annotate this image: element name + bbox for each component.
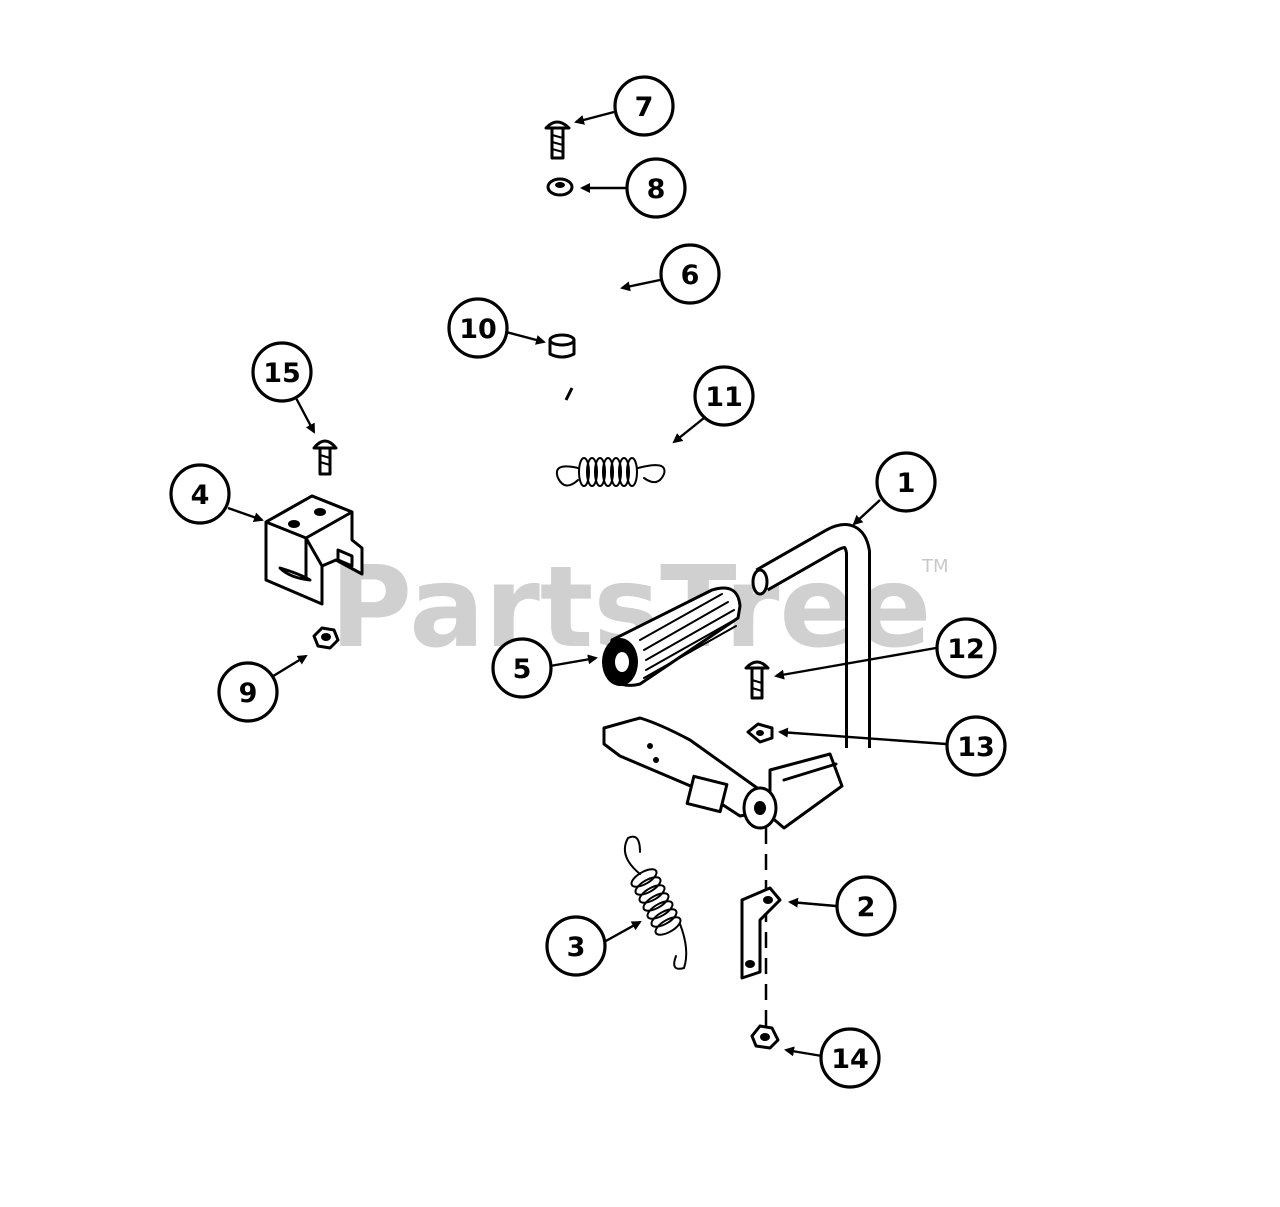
part-8-nut xyxy=(546,177,574,197)
svg-text:4: 4 xyxy=(191,480,210,511)
leader-12 xyxy=(774,646,937,680)
callout-14: 14 xyxy=(819,1027,881,1089)
callout-15: 15 xyxy=(251,341,313,403)
svg-text:13: 13 xyxy=(957,732,995,763)
callout-7: 7 xyxy=(613,75,675,137)
leader-7 xyxy=(574,110,615,125)
watermark-trademark: TM xyxy=(921,556,949,577)
callout-3: 3 xyxy=(545,915,607,977)
svg-text:3: 3 xyxy=(567,932,586,963)
svg-text:9: 9 xyxy=(239,678,258,709)
part-10-cap xyxy=(548,333,576,359)
svg-text:1: 1 xyxy=(897,468,916,499)
callout-11: 11 xyxy=(693,365,755,427)
leader-2 xyxy=(788,897,837,908)
callout-9: 9 xyxy=(217,661,279,723)
callout-6: 6 xyxy=(659,243,721,305)
svg-text:15: 15 xyxy=(263,358,301,389)
leader-6 xyxy=(620,278,661,292)
leader-10 xyxy=(505,330,546,345)
part-4-bracket xyxy=(264,494,364,606)
leader-14 xyxy=(784,1046,823,1058)
leader-9 xyxy=(269,654,308,680)
callout-12: 12 xyxy=(935,617,997,679)
callout-2: 2 xyxy=(835,875,897,937)
svg-text:11: 11 xyxy=(705,382,743,413)
callout-8: 8 xyxy=(625,157,687,219)
part-13-nut xyxy=(746,722,774,744)
svg-text:2: 2 xyxy=(857,892,876,923)
part-15-screw xyxy=(312,439,338,476)
part-7-screw xyxy=(544,120,571,160)
part-12-bolt xyxy=(744,660,770,700)
part-5-pedal-pad xyxy=(602,586,742,687)
part-3-spring xyxy=(624,835,688,970)
callout-13: 13 xyxy=(945,715,1007,777)
part-6-rod xyxy=(460,220,615,484)
svg-text:7: 7 xyxy=(635,92,654,123)
part-9-nut xyxy=(312,626,340,650)
part-1-pedal-arm xyxy=(602,523,871,830)
svg-text:8: 8 xyxy=(647,174,666,205)
callout-5: 5 xyxy=(491,637,553,699)
leader-13 xyxy=(778,727,947,746)
svg-text:5: 5 xyxy=(513,654,532,685)
part-2-link xyxy=(740,886,782,980)
svg-text:6: 6 xyxy=(681,260,700,291)
svg-text:10: 10 xyxy=(459,314,497,345)
callout-1: 1 xyxy=(875,451,937,513)
part-11-spring xyxy=(556,457,666,487)
leader-5 xyxy=(549,654,598,668)
svg-text:14: 14 xyxy=(831,1044,869,1075)
leader-15 xyxy=(294,397,316,434)
callout-10: 10 xyxy=(447,297,509,359)
svg-text:12: 12 xyxy=(947,634,985,665)
leader-1 xyxy=(852,499,881,526)
leader-4 xyxy=(227,506,264,523)
leader-3 xyxy=(603,920,642,944)
part-14-nut xyxy=(750,1024,780,1050)
leader-11 xyxy=(672,417,705,444)
callout-4: 4 xyxy=(169,463,231,525)
